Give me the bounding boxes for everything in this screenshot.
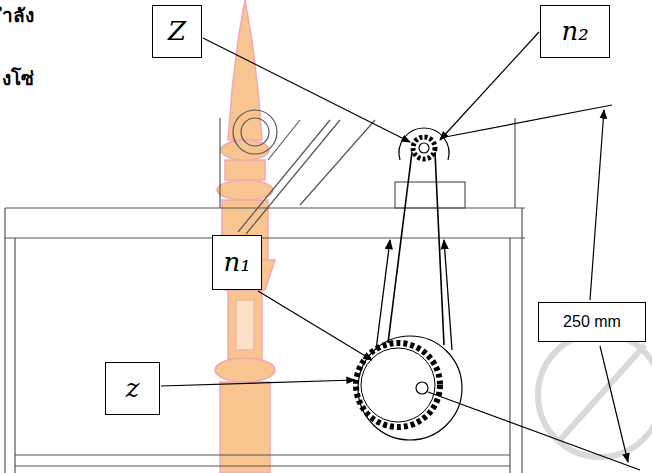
chain [388, 152, 444, 345]
dimension-callout: 250 mm [538, 302, 646, 342]
symbol-callout: z [105, 362, 160, 415]
callout-text: n₁ [223, 248, 250, 277]
speed-callout: n₂ [540, 5, 610, 58]
leader-lines [161, 32, 539, 386]
symbol-callout: Z [152, 5, 202, 58]
small-sprocket [399, 128, 449, 160]
chain-direction-arrows [376, 240, 452, 350]
callout-text: z [126, 374, 140, 403]
callout-text: n₂ [561, 17, 588, 46]
heading-fragment: งโซ่ [2, 63, 34, 93]
callout-text: 250 mm [563, 313, 621, 331]
heading-fragment: ำลัง [2, 0, 34, 30]
speed-callout: n₁ [212, 235, 262, 290]
callout-text: Z [168, 17, 186, 46]
dimension [428, 105, 640, 470]
big-sprocket [356, 336, 462, 440]
frame [5, 110, 525, 473]
